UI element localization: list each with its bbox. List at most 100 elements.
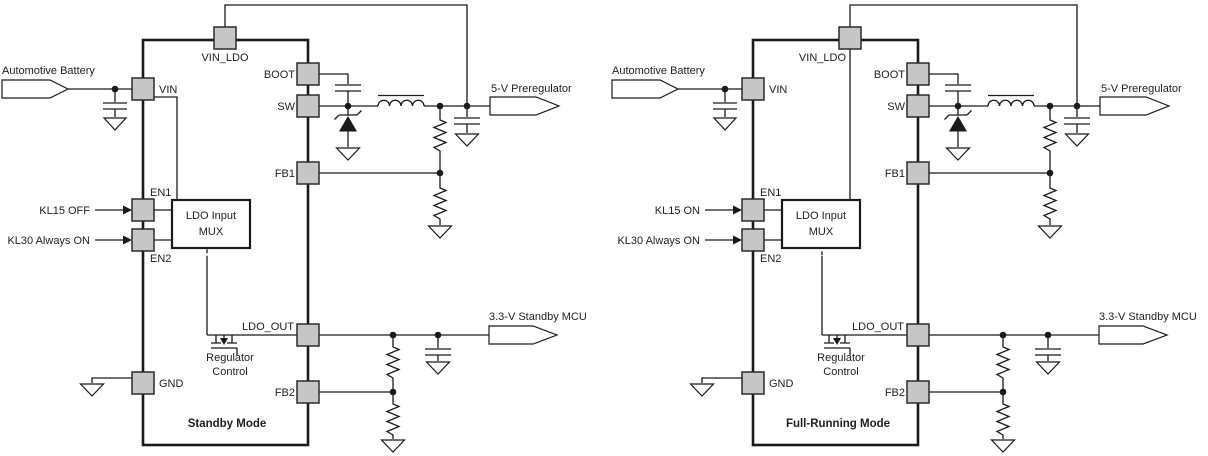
arrowhead-icon: [733, 205, 742, 215]
battery-connector: [611, 79, 680, 99]
ic-pins: [741, 26, 930, 404]
battery-input: Automotive Battery: [611, 65, 742, 131]
mux-label-line2: MUX: [809, 226, 834, 238]
pin-vin-ldo: [838, 26, 862, 50]
buck-converter-external: 5-V Preregulator: [929, 73, 1182, 239]
diode-icon: [949, 116, 967, 132]
full-running-mode-schematic: Automotive Battery KL15 ON KL30 Always O…: [611, 4, 1197, 453]
battery-label: Automotive Battery: [2, 65, 95, 77]
en2-signal-arrow: KL30 Always ON: [617, 235, 742, 247]
ldo-input-mux: LDO Input MUX: [780, 198, 862, 250]
mosfet-arrow-icon: [220, 338, 228, 345]
ground-symbol: [1035, 361, 1061, 375]
pin-boot: [296, 62, 320, 86]
pin-label-en2: EN2: [150, 253, 171, 265]
pin-label-gnd: GND: [159, 378, 184, 390]
mux-label-line1: LDO Input: [796, 210, 846, 222]
pin-sw: [906, 94, 930, 118]
mux-box: [780, 198, 862, 250]
feedback-divider-5v: [929, 106, 1063, 239]
pin-fb1: [906, 161, 930, 185]
pin-label-sw: SW: [887, 101, 905, 113]
ground-symbol: [454, 133, 480, 147]
en1-signal-arrow: KL15 OFF: [39, 205, 132, 217]
pin-en1: [131, 198, 155, 222]
inductor: [377, 94, 425, 107]
pin-label-vin: VIN: [159, 84, 177, 96]
mode-label: Full-Running Mode: [786, 418, 890, 430]
ground-symbol: [425, 361, 451, 375]
output-3v3-label: 3.3-V Standby MCU: [489, 311, 587, 323]
battery-connector: [1, 79, 70, 99]
pin-label-en2: EN2: [760, 253, 781, 265]
pin-vin: [131, 77, 155, 101]
full-running-content: Automotive Battery KL15 ON KL30 Always O…: [611, 4, 1197, 453]
pin-fb2: [296, 380, 320, 404]
ground-symbol: [990, 439, 1016, 453]
pin-label-fb2: FB2: [885, 387, 905, 399]
output-connector-3v3: [488, 325, 559, 345]
ic-pins: [131, 26, 320, 404]
buck-converter-external: 5-V Preregulator: [319, 73, 572, 239]
pin-label-en1: EN1: [760, 187, 781, 199]
ground-symbol: [945, 147, 971, 161]
pin-gnd: [131, 371, 155, 395]
en2-signal-arrow: KL30 Always ON: [7, 235, 132, 247]
pin-ldo-out: [296, 323, 320, 347]
pin-label-boot: BOOT: [874, 69, 905, 81]
pin-fb2: [906, 380, 930, 404]
mosfet-arrow-icon: [833, 338, 841, 345]
ground-symbol: [380, 439, 406, 453]
pin-boot: [906, 62, 930, 86]
ground-symbol: [102, 117, 128, 131]
ldo-output-network: 3.3-V Standby MCU: [319, 311, 587, 453]
pin-fb1: [296, 161, 320, 185]
ldo-output-capacitor: [425, 335, 451, 375]
pin-gnd: [741, 371, 765, 395]
pin-label-en1: EN1: [150, 187, 171, 199]
feedback-divider-5v: [319, 106, 453, 239]
regulator-control-label-line1: Regulator: [817, 352, 865, 364]
ldo-input-mux: LDO Input MUX: [170, 198, 252, 250]
ground-symbol: [1064, 133, 1090, 147]
pin-label-gnd: GND: [769, 378, 794, 390]
top-feedback-wire: [224, 4, 468, 106]
output-connector-5v: [489, 96, 561, 116]
en1-signal-label: KL15 OFF: [39, 205, 90, 217]
pin-label-vin-ldo: VIN_LDO: [799, 52, 847, 64]
catch-diode: [334, 106, 362, 161]
input-capacitor: [102, 89, 128, 131]
output-3v3-label: 3.3-V Standby MCU: [1099, 311, 1197, 323]
pin-en2: [741, 228, 765, 252]
pin-ldo-out: [906, 323, 930, 347]
standby-mode-schematic: Automotive Battery KL15 OFF KL30 Always …: [1, 4, 587, 453]
mux-box: [170, 198, 252, 250]
pin-label-vin-ldo: VIN_LDO: [201, 52, 249, 64]
output-capacitor-5v: [454, 106, 480, 147]
en2-signal-label: KL30 Always ON: [7, 235, 90, 247]
pin-label-fb2: FB2: [275, 387, 295, 399]
bootstrap-capacitor: [929, 73, 971, 106]
pin-label-fb1: FB1: [275, 168, 295, 180]
pin-label-boot: BOOT: [264, 69, 295, 81]
mux-label-line1: LDO Input: [186, 210, 236, 222]
output-5v-label: 5-V Preregulator: [491, 83, 572, 95]
pin-label-ldo-out: LDO_OUT: [242, 321, 294, 333]
en1-signal-arrow: KL15 ON: [655, 205, 742, 217]
gnd-ground: [689, 377, 742, 397]
pin-label-fb1: FB1: [885, 168, 905, 180]
ground-symbol: [1037, 225, 1063, 239]
arrowhead-icon: [123, 205, 132, 215]
output-5v-label: 5-V Preregulator: [1101, 83, 1182, 95]
top-feedback-wire: [849, 4, 1078, 106]
gnd-ground: [79, 377, 132, 397]
output-connector-5v: [1099, 96, 1171, 116]
diode-icon: [339, 116, 357, 132]
ground-symbol: [335, 147, 361, 161]
mux-label-line2: MUX: [199, 226, 224, 238]
ground-symbol: [712, 117, 738, 131]
pin-en2: [131, 228, 155, 252]
en1-signal-label: KL15 ON: [655, 205, 700, 217]
pin-label-ldo-out: LDO_OUT: [852, 321, 904, 333]
pin-label-sw: SW: [277, 101, 295, 113]
